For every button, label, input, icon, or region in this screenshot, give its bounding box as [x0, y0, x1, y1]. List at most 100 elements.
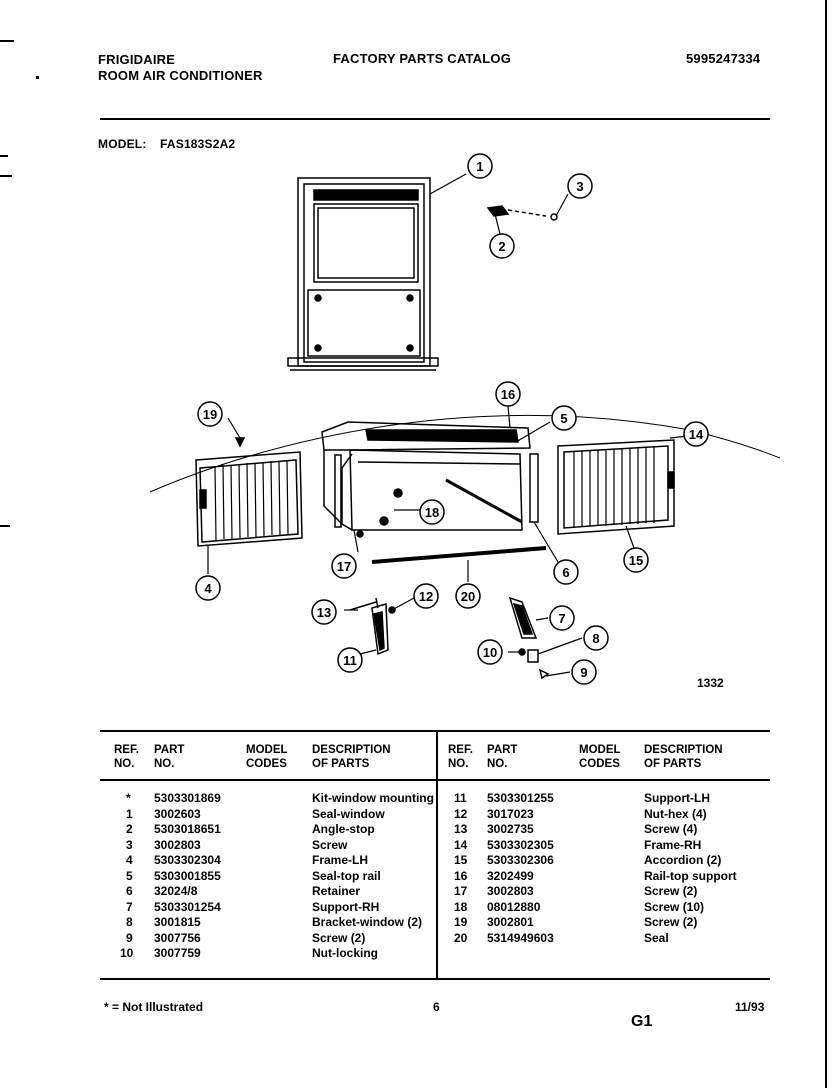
scan-mark [825, 0, 827, 1088]
callout-10: 10 [477, 639, 503, 665]
scan-mark [0, 175, 12, 177]
ref-cell: 6 [126, 884, 133, 898]
svg-text:1: 1 [476, 159, 483, 174]
callout-15: 15 [623, 547, 649, 573]
desc-cell: Screw (2) [644, 884, 698, 898]
svg-text:16: 16 [501, 387, 515, 402]
callout-19: 19 [197, 401, 223, 427]
part-cell: 5303302304 [154, 853, 221, 867]
desc-cell: Frame-LH [312, 853, 369, 867]
ref-cell: 10 [120, 946, 134, 960]
part-cell: 5303302306 [487, 853, 554, 867]
part-cell: 3002735 [487, 822, 534, 836]
svg-text:13: 13 [317, 605, 331, 620]
callout-6: 6 [553, 559, 579, 585]
desc-cell: Rail-top support [644, 868, 737, 883]
part-cell: 5303301869 [154, 791, 221, 805]
callout-20: 20 [455, 583, 481, 609]
col-ref-no: REF.NO. [114, 744, 139, 770]
desc-cell: Support-LH [644, 791, 710, 805]
ref-cell: 14 [454, 837, 468, 852]
svg-text:7: 7 [558, 611, 565, 626]
callout-9: 9 [571, 659, 597, 685]
ref-cell: 3 [126, 837, 133, 852]
ref-cell: 16 [454, 868, 468, 883]
desc-cell: Screw [312, 837, 348, 852]
page-number: 6 [433, 1000, 440, 1014]
part-cell: 3001815 [154, 915, 201, 929]
callout-3: 3 [567, 173, 593, 199]
callout-16: 16 [495, 381, 521, 407]
callout-4: 4 [195, 575, 221, 601]
part-cell: 3002603 [154, 806, 201, 821]
part-cell: 5303302305 [487, 837, 554, 852]
model-value: FAS183S2A2 [160, 137, 236, 151]
table-row: 16 3202499 Rail-top support [440, 869, 770, 885]
table-row: 15 5303302306 Accordion (2) [440, 853, 770, 869]
callout-17: 17 [331, 553, 357, 579]
table-top-rule [100, 730, 770, 732]
scan-mark [0, 155, 8, 157]
scan-mark [0, 40, 14, 42]
col-ref-no-right: REF.NO. [448, 744, 473, 770]
desc-cell: Accordion (2) [644, 853, 722, 867]
table-divider [436, 730, 438, 980]
ref-cell: 5 [126, 868, 133, 883]
desc-cell: Seal-window [312, 806, 385, 821]
ref-cell: 9 [126, 930, 133, 945]
svg-text:18: 18 [425, 505, 439, 520]
catalog-number: 5995247334 [686, 51, 761, 66]
callout-11: 11 [337, 647, 363, 673]
part-cell: 3202499 [487, 868, 534, 883]
svg-text:15: 15 [629, 553, 643, 568]
model-label: MODEL: [98, 137, 147, 151]
callout-14: 14 [683, 421, 709, 447]
window-frame-drawing [287, 177, 439, 371]
svg-text:19: 19 [203, 407, 217, 422]
part-cell: 3002803 [487, 884, 534, 898]
desc-cell: Seal-top rail [312, 868, 381, 883]
support-lh-drawing [349, 597, 396, 656]
callout-18: 18 [419, 499, 445, 525]
svg-text:5: 5 [560, 411, 567, 426]
ref-cell: 15 [454, 853, 468, 867]
ref-cell: 19 [454, 915, 468, 929]
ref-cell: * [126, 791, 131, 805]
ref-cell: 11 [454, 791, 467, 805]
section-code: G1 [631, 1013, 653, 1030]
part-cell: 3007756 [154, 930, 201, 945]
part-cell: 5303018651 [154, 822, 221, 836]
ref-cell: 20 [454, 930, 468, 945]
scan-mark [0, 525, 10, 527]
ref-cell: 7 [126, 899, 133, 914]
desc-cell: Nut-locking [312, 946, 378, 960]
product-name: ROOM AIR CONDITIONER [98, 68, 263, 83]
part-cell: 5303001855 [154, 868, 221, 883]
table-header-rule [100, 779, 770, 781]
part-cell: 3002801 [487, 915, 534, 929]
footnote: * = Not Illustrated [104, 1000, 204, 1014]
part-cell: 08012880 [487, 899, 541, 914]
ref-cell: 12 [454, 806, 468, 821]
svg-text:20: 20 [461, 589, 475, 604]
part-cell: 5314949603 [487, 930, 554, 945]
ref-cell: 2 [126, 822, 133, 836]
